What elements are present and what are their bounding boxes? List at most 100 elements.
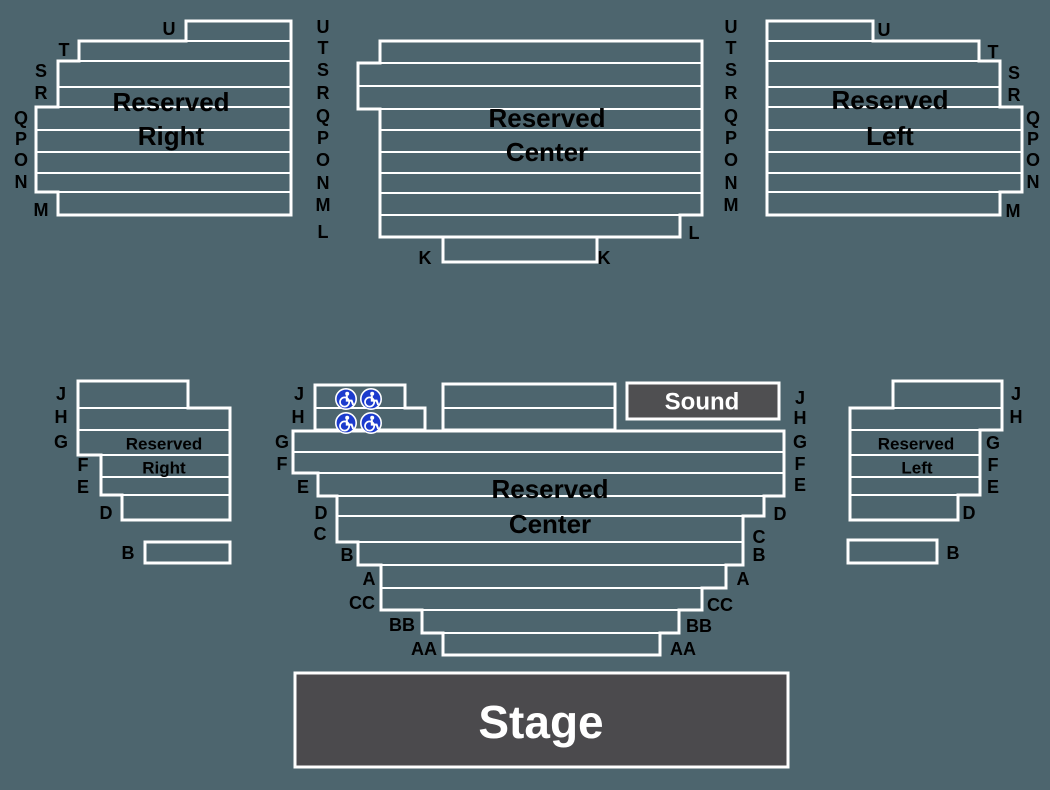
stage-label: Stage: [478, 696, 603, 748]
section-title-line2: Right: [138, 121, 205, 151]
row-label-a: A: [737, 569, 750, 589]
section-front-center: J H G F E D C B A CC BB AA J H G F E D C…: [275, 382, 807, 659]
row-label-b: B: [122, 543, 135, 563]
row-label-r: R: [1008, 85, 1021, 105]
row-label-j: J: [294, 384, 304, 404]
row-label-s: S: [35, 61, 47, 81]
row-label-r: R: [317, 83, 330, 103]
row-label-bb: BB: [686, 616, 712, 636]
row-label-j: J: [795, 388, 805, 408]
row-label-o: O: [724, 150, 738, 170]
row-label-e: E: [794, 475, 806, 495]
sound-booth-label: Sound: [665, 389, 740, 416]
row-label-j: J: [1011, 384, 1021, 404]
stage: Stage: [293, 671, 790, 769]
section-front-left: J H G F E D B Reserved Left: [846, 379, 1023, 565]
row-label-b: B: [753, 545, 766, 565]
row-label-cc: CC: [707, 595, 733, 615]
row-label-q: Q: [14, 108, 28, 128]
wheelchair-seating-box[interactable]: [313, 383, 427, 432]
row-label-c: C: [314, 524, 327, 544]
row-label-m: M: [1006, 201, 1021, 221]
section-title-line1: Reserved: [491, 474, 608, 504]
row-label-f: F: [277, 454, 288, 474]
section-title-line2: Center: [506, 137, 588, 167]
row-label-n: N: [317, 173, 330, 193]
section-title-line1: Reserved: [126, 435, 203, 454]
row-label-d: D: [100, 503, 113, 523]
row-label-aa: AA: [411, 639, 437, 659]
row-k-box[interactable]: [441, 235, 599, 264]
row-label-t: T: [988, 42, 999, 62]
row-label-r: R: [35, 83, 48, 103]
row-label-n: N: [1027, 172, 1040, 192]
row-label-b: B: [947, 543, 960, 563]
section-rear-right: U T S R Q P O N M Reserved Right: [14, 19, 293, 220]
row-label-h: H: [55, 407, 68, 427]
section-rear-right-outline[interactable]: [34, 19, 293, 217]
row-label-n: N: [15, 172, 28, 192]
row-label-e: E: [77, 477, 89, 497]
row-label-d: D: [963, 503, 976, 523]
section-title-line1: Reserved: [488, 103, 605, 133]
row-label-n: N: [725, 173, 738, 193]
row-label-g: G: [54, 432, 68, 452]
row-label-l: L: [689, 223, 700, 243]
stage-box: [293, 671, 790, 769]
section-title-line2: Left: [866, 121, 914, 151]
row-label-l: L: [318, 222, 329, 242]
section-front-right: J H G F E D B Reserved Right: [54, 379, 232, 565]
row-label-m: M: [34, 200, 49, 220]
row-label-g: G: [793, 432, 807, 452]
row-label-q: Q: [724, 106, 738, 126]
wheelchair-icon: [360, 388, 382, 410]
row-label-j: J: [56, 384, 66, 404]
row-label-h: H: [292, 407, 305, 427]
row-label-t: T: [726, 38, 737, 58]
row-label-h: H: [1010, 407, 1023, 427]
row-label-r: R: [725, 83, 738, 103]
row-label-e: E: [297, 477, 309, 497]
row-label-c: C: [753, 527, 766, 547]
row-label-k: K: [419, 248, 432, 268]
section-title-line2: Right: [142, 459, 186, 478]
row-label-f: F: [988, 455, 999, 475]
row-label-s: S: [317, 60, 329, 80]
row-label-h: H: [794, 408, 807, 428]
row-label-k: K: [598, 248, 611, 268]
row-label-f: F: [78, 455, 89, 475]
row-label-f: F: [795, 454, 806, 474]
row-label-u: U: [878, 20, 891, 40]
row-label-g: G: [986, 433, 1000, 453]
row-label-d: D: [774, 504, 787, 524]
row-label-t: T: [318, 38, 329, 58]
sound-booth-box: [625, 381, 781, 421]
row-label-aa: AA: [670, 639, 696, 659]
sound-booth: Sound: [625, 381, 781, 421]
wheelchair-icon: [335, 388, 357, 410]
row-label-p: P: [725, 128, 737, 148]
section-title-line1: Reserved: [878, 435, 955, 454]
row-b-box[interactable]: [846, 538, 939, 565]
row-label-u: U: [317, 17, 330, 37]
row-label-u: U: [163, 19, 176, 39]
row-label-q: Q: [316, 106, 330, 126]
row-label-s: S: [1008, 63, 1020, 83]
row-label-m: M: [724, 195, 739, 215]
row-label-cc: CC: [349, 593, 375, 613]
row-label-t: T: [59, 40, 70, 60]
row-label-d: D: [315, 503, 328, 523]
section-rear-left: U T S R Q P O N M Reserved Left: [765, 19, 1040, 221]
section-title-line1: Reserved: [831, 85, 948, 115]
row-label-p: P: [15, 129, 27, 149]
section-rear-left-outline[interactable]: [765, 19, 1024, 217]
row-label-s: S: [725, 60, 737, 80]
row-label-o: O: [1026, 150, 1040, 170]
row-label-o: O: [316, 150, 330, 170]
wheelchair-icon: [360, 412, 382, 434]
row-label-q: Q: [1026, 108, 1040, 128]
row-b-box[interactable]: [143, 540, 232, 565]
row-label-b: B: [341, 545, 354, 565]
